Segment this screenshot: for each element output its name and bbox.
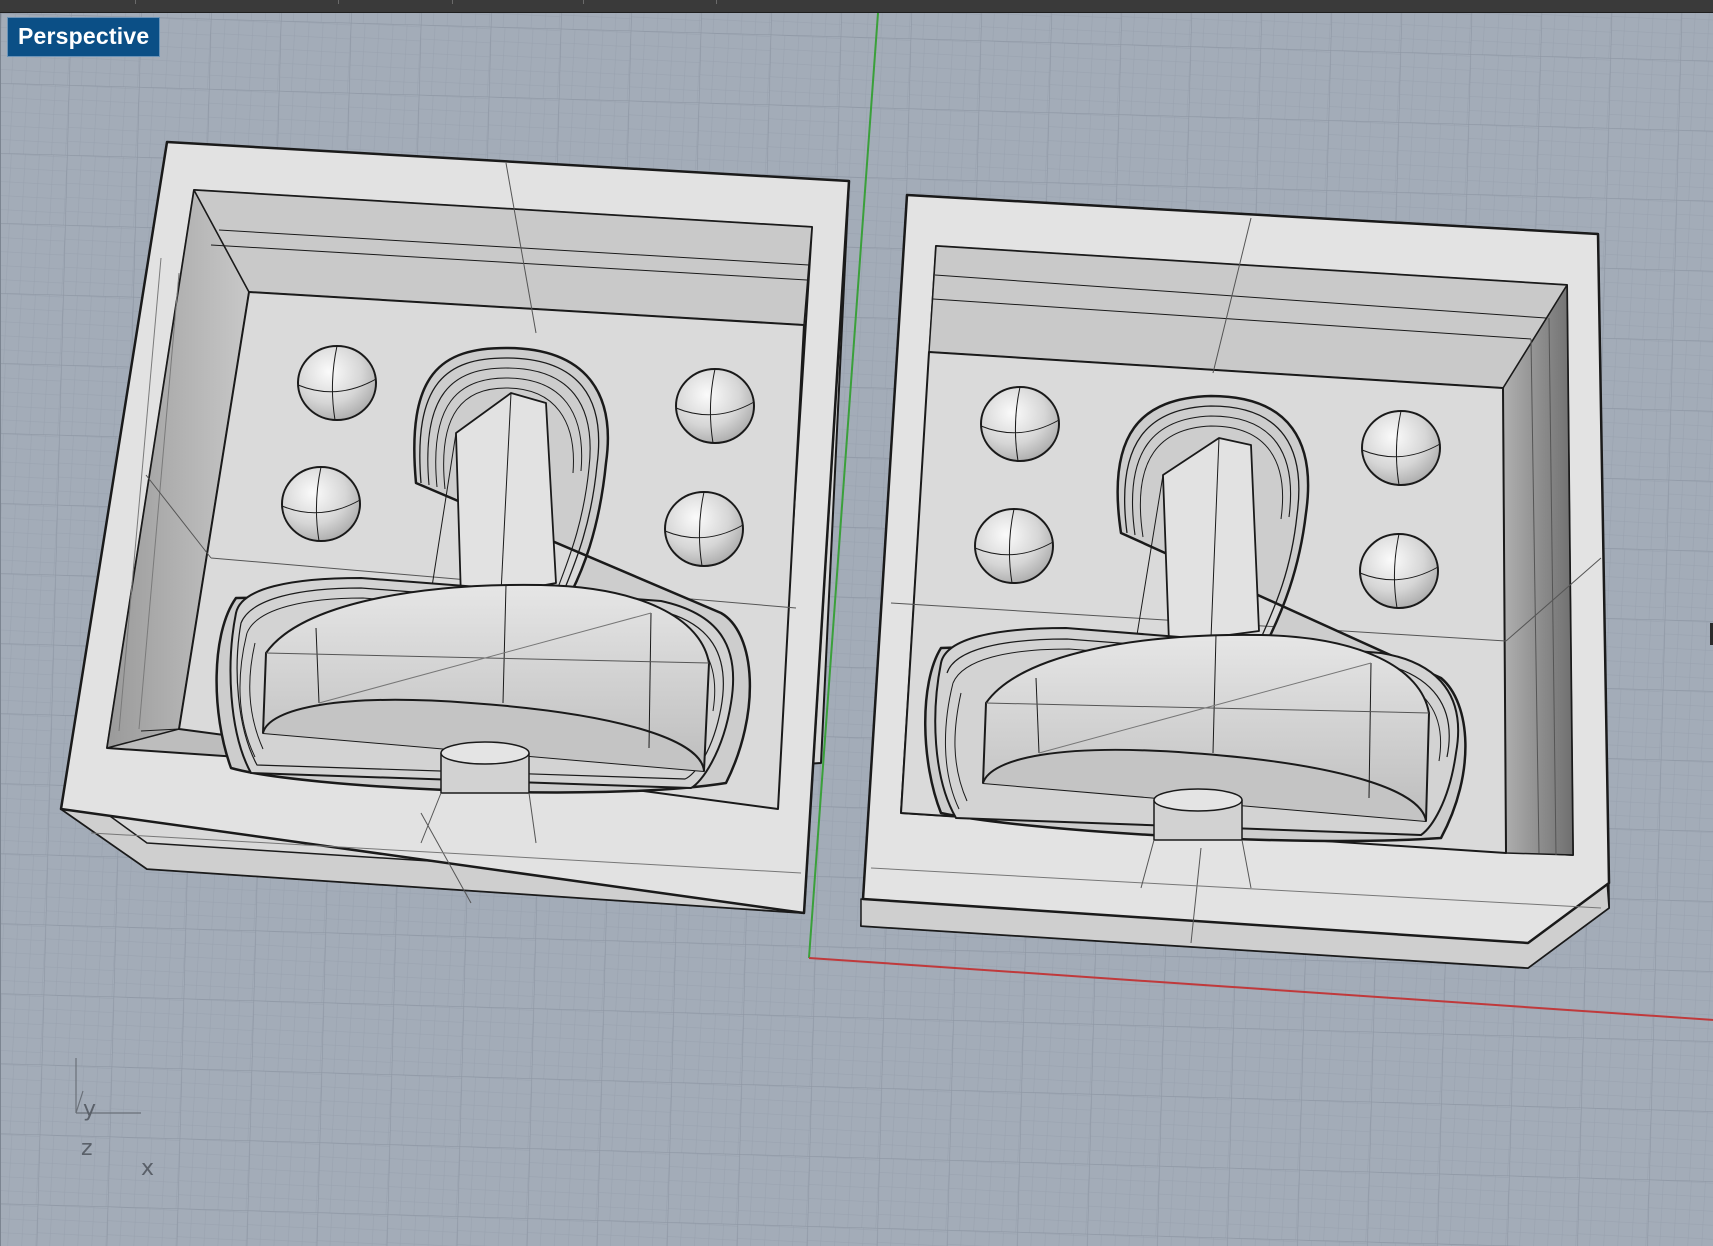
pacifier-nipple-right — [1140, 788, 1252, 889]
x-axis-line — [808, 957, 1713, 1021]
mold-half-left[interactable] — [59, 140, 851, 915]
pacifier-shield-left — [262, 583, 710, 772]
registration-key-left-4 — [664, 491, 744, 567]
registration-key-right-4 — [1359, 533, 1439, 609]
registration-key-left-2 — [281, 466, 361, 542]
perspective-viewport[interactable]: Perspective y z x — [0, 13, 1713, 1246]
viewport-canvas[interactable] — [1, 13, 1713, 1246]
viewport-title-tab[interactable]: Perspective — [7, 17, 161, 57]
viewport-resize-handle[interactable] — [1710, 623, 1713, 645]
pacifier-nipple-left — [420, 741, 537, 844]
mold-half-right[interactable] — [860, 193, 1611, 969]
viewport-top-bar — [0, 0, 1713, 13]
axis-label-z: z — [81, 1136, 93, 1161]
registration-key-right-3 — [1361, 410, 1441, 486]
registration-key-left-3 — [675, 368, 755, 444]
axis-label-x: x — [141, 1156, 155, 1181]
axis-label-y: y — [83, 1097, 97, 1122]
y-axis-line — [808, 13, 879, 959]
registration-key-right-2 — [974, 508, 1054, 584]
registration-key-right-1 — [980, 386, 1060, 462]
pacifier-shield-right — [982, 633, 1430, 822]
registration-key-left-1 — [297, 345, 377, 421]
axis-widget — [75, 1058, 141, 1114]
